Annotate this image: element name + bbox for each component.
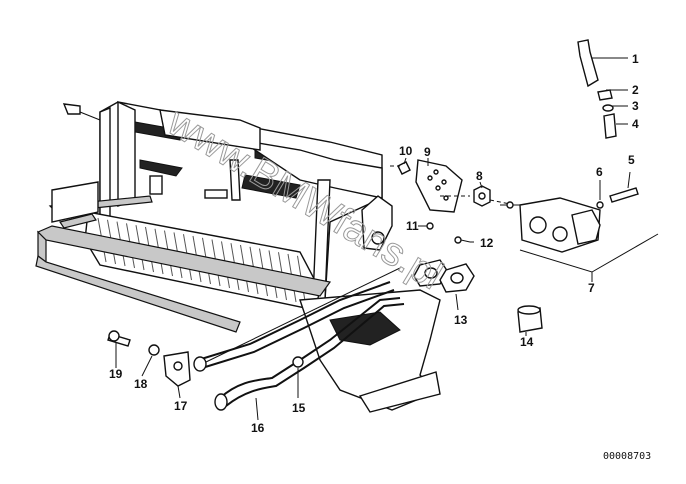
reference-number: 00008703 bbox=[603, 451, 651, 462]
callout-10: 10 bbox=[399, 144, 413, 158]
callout-13: 13 bbox=[454, 313, 468, 327]
floor-duct bbox=[299, 289, 441, 413]
clip-10 bbox=[397, 161, 411, 175]
housing-clip bbox=[62, 103, 81, 115]
gasket bbox=[413, 259, 475, 293]
leader-lines bbox=[115, 57, 659, 421]
callout-14: 14 bbox=[520, 335, 534, 349]
callout-7: 7 bbox=[588, 281, 595, 295]
bolt-5 bbox=[609, 187, 639, 203]
coolant-pipes bbox=[193, 267, 405, 411]
callout-11: 11 bbox=[406, 219, 419, 233]
nut-18 bbox=[148, 344, 160, 356]
cable-clip bbox=[577, 39, 617, 139]
callout-2: 2 bbox=[632, 83, 639, 97]
callout-3: 3 bbox=[632, 99, 639, 113]
callout-16: 16 bbox=[251, 421, 265, 435]
callout-17: 17 bbox=[174, 399, 188, 413]
washer bbox=[454, 236, 462, 244]
callout-15: 15 bbox=[292, 401, 306, 415]
callout-19: 19 bbox=[109, 367, 123, 381]
callout-6: 6 bbox=[596, 165, 603, 179]
housing-flange bbox=[51, 181, 99, 223]
heater-valve bbox=[500, 197, 601, 253]
clip-15 bbox=[292, 356, 304, 368]
callout-4: 4 bbox=[632, 117, 639, 131]
callout-8: 8 bbox=[476, 169, 483, 183]
callout-9: 9 bbox=[424, 145, 431, 159]
callout-1: 1 bbox=[632, 52, 639, 66]
screw bbox=[426, 222, 434, 230]
callout-5: 5 bbox=[628, 153, 635, 167]
callout-18: 18 bbox=[134, 377, 148, 391]
callout-12: 12 bbox=[480, 236, 494, 250]
washer-6 bbox=[596, 201, 604, 209]
heater-core bbox=[35, 195, 332, 333]
valve-lever bbox=[361, 195, 393, 251]
